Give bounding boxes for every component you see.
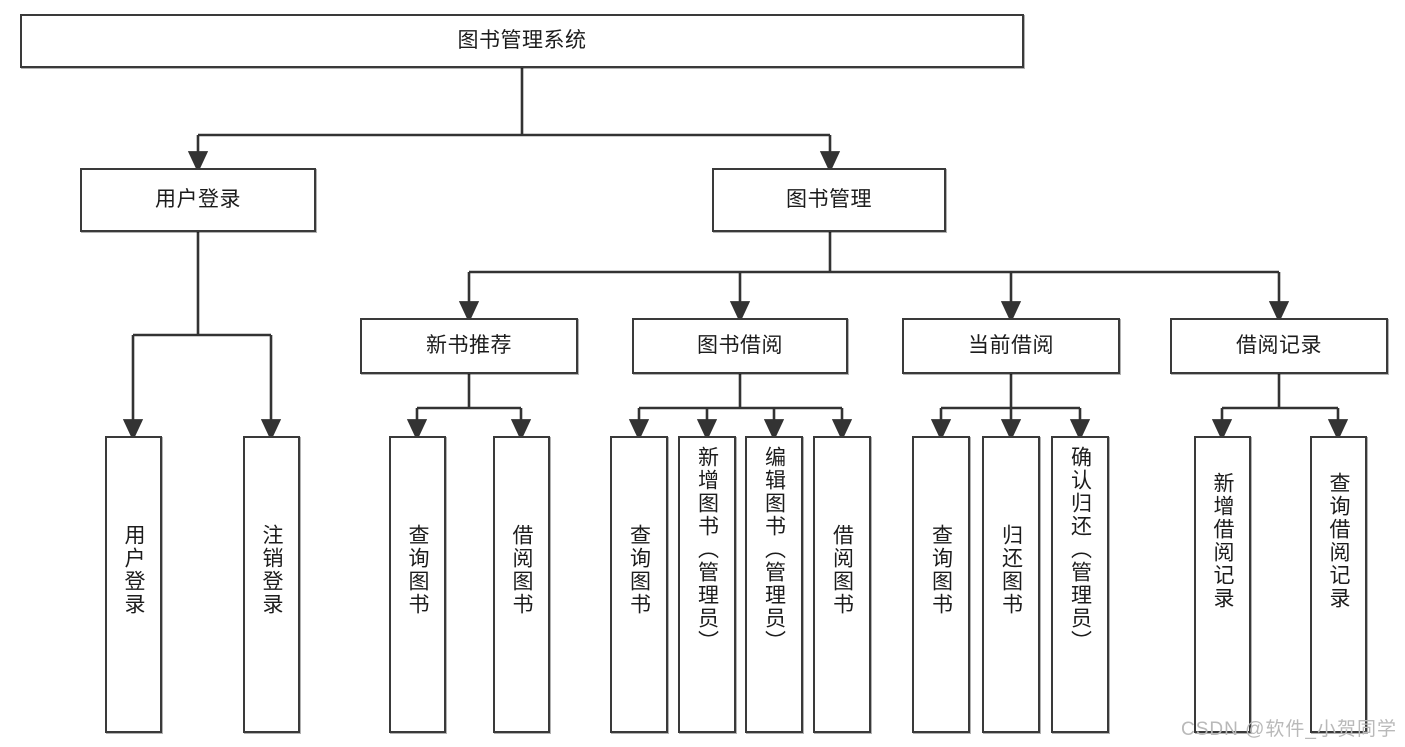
node-current-borrow-label: 当前借阅 bbox=[968, 333, 1054, 357]
leaf-user-login-logout-label: 注销登录 bbox=[260, 524, 283, 616]
leaf-current-borrow-return-label: 归还图书 bbox=[999, 524, 1023, 616]
leaf-current-borrow-return[interactable]: 归还图书 bbox=[982, 436, 1040, 733]
leaf-user-login-login-label: 用户登录 bbox=[122, 524, 145, 616]
node-current-borrow[interactable]: 当前借阅 bbox=[902, 318, 1120, 374]
csdn-watermark: CSDN @软件_小贺同学 bbox=[1181, 719, 1397, 740]
leaf-book-borrow-borrow-label: 借阅图书 bbox=[830, 524, 854, 616]
leaf-borrow-record-add[interactable]: 新增借阅记录 bbox=[1194, 436, 1251, 733]
leaf-borrow-record-add-label: 新增借阅记录 bbox=[1211, 472, 1234, 610]
node-user-login[interactable]: 用户登录 bbox=[80, 168, 316, 232]
leaf-new-book-borrow[interactable]: 借阅图书 bbox=[493, 436, 550, 733]
leaf-borrow-record-query-label: 查询借阅记录 bbox=[1327, 472, 1350, 610]
leaf-current-borrow-query[interactable]: 查询图书 bbox=[912, 436, 970, 733]
node-book-management[interactable]: 图书管理 bbox=[712, 168, 946, 232]
node-borrow-record-label: 借阅记录 bbox=[1236, 333, 1322, 357]
leaf-book-borrow-query-label: 查询图书 bbox=[627, 524, 651, 616]
node-new-book-recommend-label: 新书推荐 bbox=[426, 333, 512, 357]
node-book-borrow[interactable]: 图书借阅 bbox=[632, 318, 848, 374]
leaf-book-borrow-borrow[interactable]: 借阅图书 bbox=[813, 436, 871, 733]
leaf-current-borrow-query-label: 查询图书 bbox=[929, 524, 953, 616]
node-root-system[interactable]: 图书管理系统 bbox=[20, 14, 1024, 68]
leaf-new-book-borrow-label: 借阅图书 bbox=[510, 524, 533, 616]
leaf-book-borrow-add[interactable]: 新增图书（管理员） bbox=[678, 436, 736, 733]
leaf-user-login-login[interactable]: 用户登录 bbox=[105, 436, 162, 733]
leaf-user-login-logout[interactable]: 注销登录 bbox=[243, 436, 300, 733]
node-borrow-record[interactable]: 借阅记录 bbox=[1170, 318, 1388, 374]
leaf-new-book-query-label: 查询图书 bbox=[406, 524, 429, 616]
leaf-borrow-record-query[interactable]: 查询借阅记录 bbox=[1310, 436, 1367, 733]
node-root-system-label: 图书管理系统 bbox=[457, 28, 587, 52]
node-book-borrow-label: 图书借阅 bbox=[697, 333, 783, 357]
leaf-current-borrow-confirm[interactable]: 确认归还（管理员） bbox=[1051, 436, 1109, 733]
leaf-book-borrow-edit-label: 编辑图书（管理员） bbox=[762, 446, 786, 653]
node-book-management-label: 图书管理 bbox=[786, 187, 872, 211]
leaf-book-borrow-edit[interactable]: 编辑图书（管理员） bbox=[745, 436, 803, 733]
leaf-current-borrow-confirm-label: 确认归还（管理员） bbox=[1068, 446, 1092, 653]
leaf-book-borrow-add-label: 新增图书（管理员） bbox=[695, 446, 719, 653]
leaf-new-book-query[interactable]: 查询图书 bbox=[389, 436, 446, 733]
node-new-book-recommend[interactable]: 新书推荐 bbox=[360, 318, 578, 374]
leaf-book-borrow-query[interactable]: 查询图书 bbox=[610, 436, 668, 733]
node-user-login-label: 用户登录 bbox=[155, 187, 241, 211]
